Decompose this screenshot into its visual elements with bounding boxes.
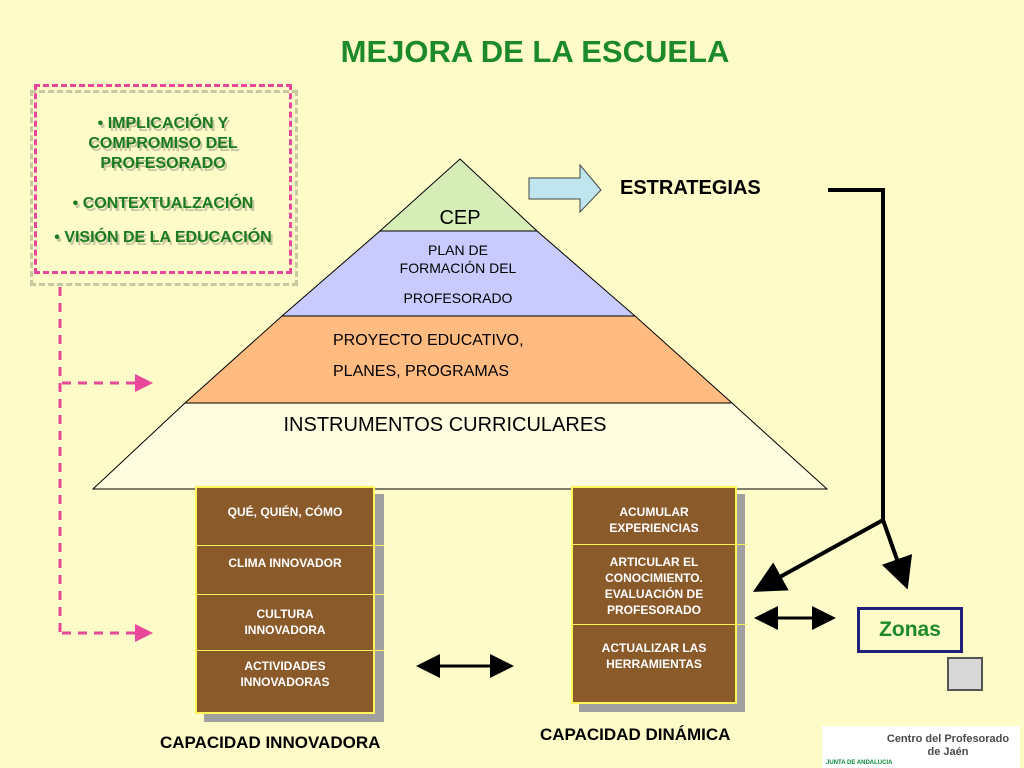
- strategies-arrow: [528, 163, 602, 214]
- key-factors-box: [34, 84, 292, 274]
- pyramid-level2-label-3: PROFESORADO: [403, 290, 513, 306]
- dynamic-column: ACUMULAR EXPERIENCIAS ARTICULAR EL CONOC…: [571, 486, 747, 704]
- key-factors-box-shadow: [30, 90, 298, 286]
- dynamic-cell-2: ARTICULAR EL CONOCIMIENTO. EVALUACIÓN DE…: [604, 555, 704, 617]
- next-slide-button[interactable]: [947, 657, 983, 691]
- innovative-cell-2: CLIMA INNOVADOR: [228, 556, 342, 570]
- pyramid-base-label: INSTRUMENTOS CURRICULARES: [283, 414, 607, 436]
- page-title: MEJORA DE LA ESCUELA: [340, 34, 730, 69]
- innovative-cell-1: QUÉ, QUIÉN, CÓMO: [227, 505, 343, 519]
- dynamic-cell-3: ACTUALIZAR LAS HERRAMIENTAS: [601, 641, 707, 671]
- strategies-connector: [828, 188, 885, 520]
- cep-logo: [822, 726, 1020, 768]
- pyramid-level3-label-1: PROYECTO EDUCATIVO,: [333, 332, 524, 349]
- cep-logo-text: Centro del Profesorado de Jaén: [878, 733, 1018, 759]
- pyramid-apex: [378, 158, 539, 232]
- pyramid-level3: [183, 315, 734, 404]
- cep-logo-line2: de Jaén: [927, 746, 969, 758]
- innovative-cell-3: CULTURA INNOVADORA: [244, 607, 326, 637]
- pyramid-level3-label-2: PLANES, PROGRAMAS: [333, 363, 510, 380]
- factor-context: • CONTEXTUALZACIÓN: [72, 195, 254, 212]
- pyramid-level2-label-1: PLAN DE: [428, 242, 488, 258]
- pyramid-apex-label: CEP: [439, 207, 481, 229]
- zonas-button[interactable]: Zonas: [857, 607, 963, 653]
- pyramid-level2-label-2: FORMACIÓN DEL: [399, 260, 517, 276]
- factor-implication: • IMPLICACIÓN Y COMPROMISO DEL PROFESORA…: [88, 115, 238, 172]
- innovative-cell-4: ACTIVIDADES INNOVADORAS: [240, 659, 330, 689]
- dynamic-cell-1: ACUMULAR EXPERIENCIAS: [609, 505, 699, 535]
- innovative-capacity-label: CAPACIDAD INNOVADORA: [160, 733, 381, 752]
- dynamic-capacity-label: CAPACIDAD DINÁMICA: [540, 725, 731, 744]
- cep-logo-line1: Centro del Profesorado: [886, 733, 1010, 745]
- innovative-column: QUÉ, QUIÉN, CÓMO CLIMA INNOVADOR CULTURA…: [195, 486, 385, 714]
- strategies-label: ESTRATEGIAS: [620, 177, 761, 199]
- connector-to-zonas: [881, 519, 913, 590]
- connector-to-dynamic: [752, 518, 884, 592]
- factor-vision: • VISIÓN DE LA EDUCACIÓN: [54, 229, 272, 246]
- junta-logo-text: JUNTA DE ANDALUCIA: [826, 760, 893, 766]
